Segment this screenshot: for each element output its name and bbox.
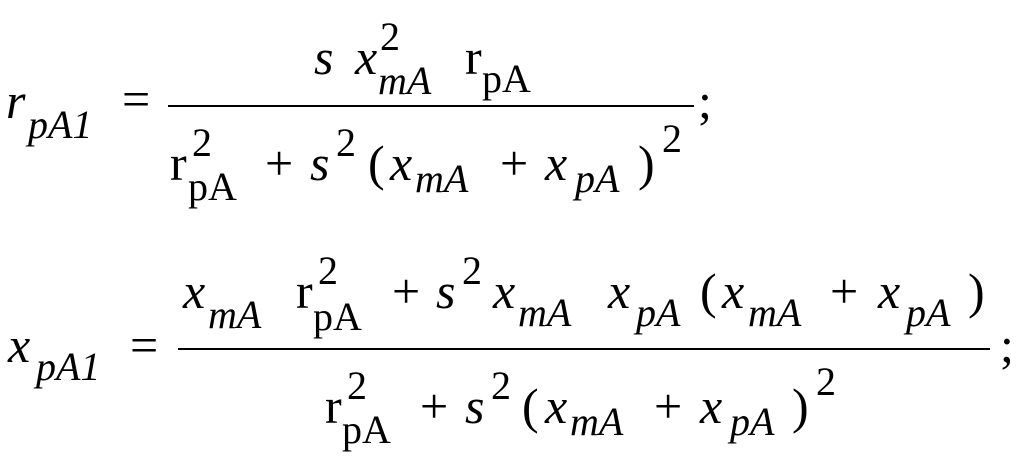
- eq1-den-paren-sup: 2: [662, 116, 682, 161]
- eq1-num-x-sub: mA: [378, 58, 432, 103]
- eq2-num-x1: x: [182, 263, 205, 319]
- eq2-den-plus2: +: [654, 378, 682, 434]
- eq2-den-r-sub: pA: [342, 407, 391, 452]
- eq2-num-x3: x: [607, 263, 630, 319]
- eq2-den-s-sup: 2: [491, 363, 511, 408]
- eq2-num-x5: x: [877, 263, 900, 319]
- eq2-num-s-sup: 2: [462, 248, 482, 293]
- eq2-num-lparen: (: [700, 263, 717, 319]
- eq2-den-lparen: (: [522, 378, 539, 434]
- eq1-semicolon: ;: [698, 73, 712, 129]
- eq2-den-r-sup: 2: [347, 363, 367, 408]
- eq2-semicolon: ;: [1000, 317, 1014, 373]
- eq1-lhs-base: r: [6, 73, 26, 129]
- eq2-num-x1-sub: mA: [208, 292, 262, 337]
- eq2-den-rparen: ): [792, 378, 809, 434]
- eq2-num-plus: +: [392, 263, 420, 319]
- eq2-num-s: s: [436, 263, 455, 319]
- eq1-den-r: r: [170, 135, 187, 191]
- eq2-equals: =: [130, 317, 158, 373]
- eq1-den-x2: x: [544, 135, 567, 191]
- eq2-num-r: r: [296, 263, 313, 319]
- eq2-lhs-base: x: [7, 317, 30, 373]
- eq1-den-s-sup: 2: [336, 120, 356, 165]
- eq1-den-plus2: +: [500, 135, 528, 191]
- eq1-num-s: s: [314, 29, 333, 85]
- eq2-den-s: s: [465, 378, 484, 434]
- eq1-den-x2-sub: pA: [572, 156, 620, 201]
- eq1-equals: =: [122, 71, 150, 127]
- eq2-den-plus: +: [420, 378, 448, 434]
- eq2-num-r-sup: 2: [318, 248, 338, 293]
- eq2-num-rparen: ): [968, 263, 985, 319]
- eq2-den-r: r: [325, 378, 342, 434]
- eq1-den-lparen: (: [368, 135, 385, 191]
- eq2-num-plus2: +: [830, 263, 858, 319]
- eq1-den-x1-sub: mA: [415, 156, 469, 201]
- equation-1: r pA1 = s x 2 mA r pA r 2 pA + s 2 ( x m…: [6, 14, 712, 209]
- eq2-num-x3-sub: pA: [633, 290, 681, 335]
- eq2-num-x2: x: [492, 263, 515, 319]
- eq1-num-x-sup: 2: [380, 14, 400, 59]
- eq1-num-x: x: [354, 29, 377, 85]
- eq1-num-r-sub: pA: [482, 56, 531, 101]
- eq1-den-x1: x: [389, 135, 412, 191]
- eq1-den-s: s: [310, 135, 329, 191]
- eq2-num-r-sub: pA: [313, 294, 362, 339]
- eq1-den-plus: +: [265, 135, 293, 191]
- eq2-lhs-sub: pA1: [33, 344, 100, 389]
- eq2-num-x4: x: [721, 263, 744, 319]
- eq2-num-x4-sub: mA: [748, 290, 802, 335]
- eq2-den-x2-sub: pA: [727, 399, 775, 444]
- eq1-lhs-sub: pA1: [25, 102, 92, 147]
- equation-2: x pA1 = x mA r 2 pA + s 2 x mA x pA ( x …: [7, 248, 1014, 452]
- eq2-den-paren-sup: 2: [816, 359, 836, 404]
- eq2-den-x1-sub: mA: [570, 399, 624, 444]
- eq1-den-rparen: ): [638, 135, 655, 191]
- eq1-den-r-sub: pA: [188, 164, 237, 209]
- eq2-den-x1: x: [544, 378, 567, 434]
- eq1-num-r: r: [465, 29, 482, 85]
- eq1-den-r-sup: 2: [192, 120, 212, 165]
- eq2-den-x2: x: [699, 378, 722, 434]
- eq2-num-x5-sub: pA: [903, 290, 951, 335]
- eq2-num-x2-sub: mA: [518, 290, 572, 335]
